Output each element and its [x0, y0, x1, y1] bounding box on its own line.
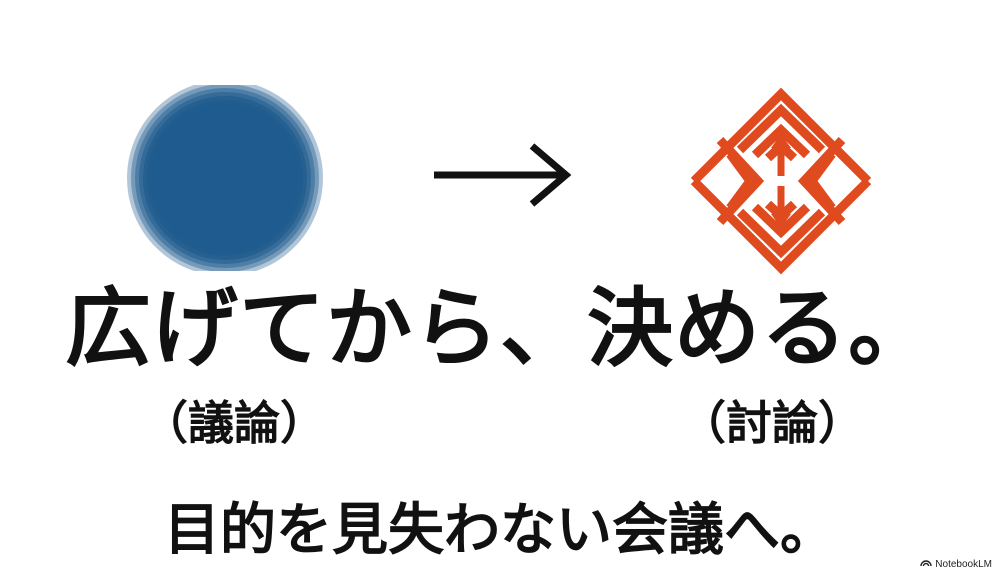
converging-diamond-icon — [680, 80, 882, 282]
watermark-text: NotebookLM — [935, 558, 992, 570]
blue-circle-icon — [126, 80, 324, 276]
label-debate: （討論） — [680, 396, 864, 450]
label-discussion: （議論） — [142, 396, 326, 450]
right-arrow-icon — [432, 140, 572, 210]
headline: 広げてから、決める。 — [65, 279, 935, 379]
notebooklm-logo-icon — [920, 558, 932, 570]
subline: 目的を見失わない会議へ。 — [164, 498, 836, 563]
watermark: NotebookLM — [920, 558, 992, 570]
